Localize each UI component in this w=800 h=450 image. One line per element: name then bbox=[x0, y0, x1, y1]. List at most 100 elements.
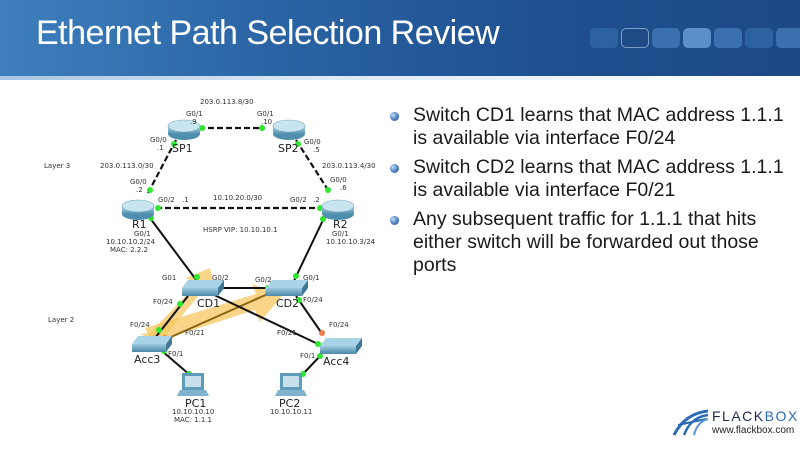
switch-acc3-icon bbox=[132, 336, 172, 352]
nav-block bbox=[776, 28, 800, 48]
bullet-item: Switch CD2 learns that MAC address 1.1.1… bbox=[390, 156, 790, 202]
slide-header: Ethernet Path Selection Review bbox=[0, 0, 800, 80]
pc1-icon bbox=[177, 373, 209, 396]
nav-block bbox=[590, 28, 618, 48]
layer2-label: Layer 2 bbox=[48, 316, 75, 324]
iface-cd1-f024: F0/24 bbox=[153, 298, 173, 306]
diagram-canvas bbox=[121, 119, 362, 396]
bullet-icon bbox=[390, 164, 399, 173]
port-dot-up bbox=[296, 297, 302, 303]
iface-r1-g02: G0/2 bbox=[158, 196, 175, 204]
hsrp-vip-label: HSRP VIP: 10.10.10.1 bbox=[203, 226, 278, 234]
flackbox-logo-icon bbox=[672, 409, 709, 436]
switch-cd1-icon bbox=[182, 280, 224, 296]
subnet-sp2-r2: 203.0.113.4/30 bbox=[322, 162, 376, 170]
port-dot-up bbox=[194, 274, 200, 280]
port-dot-up bbox=[199, 125, 205, 131]
port-dot-up bbox=[295, 141, 301, 147]
pc1-mac-address: MAC: 1.1.1 bbox=[174, 416, 212, 424]
iface-r1-g02-ip: .1 bbox=[182, 196, 189, 204]
iface-cd1-g01: G01 bbox=[162, 274, 177, 282]
port-dot-up bbox=[325, 187, 331, 193]
device-label-pc1: PC1 bbox=[185, 397, 207, 410]
device-label-r2: R2 bbox=[333, 218, 348, 231]
iface-r2-g02: G0/2 bbox=[290, 196, 307, 204]
iface-r1-g01: G0/1 bbox=[134, 230, 151, 238]
bullet-item: Any subsequent traffic for 1.1.1 that hi… bbox=[390, 208, 790, 277]
link-sp1-r1 bbox=[147, 139, 177, 194]
flackbox-brand: FLACKBOX bbox=[712, 408, 799, 424]
router-r2-icon bbox=[321, 199, 355, 220]
subnet-sp1-sp2: 203.0.113.8/30 bbox=[200, 98, 254, 106]
iface-sp1-g00: G0/0 bbox=[150, 136, 167, 144]
network-diagram: Layer 3 Layer 2 203.0.113.8/30 203.0.113… bbox=[0, 88, 380, 438]
device-label-cd1: CD1 bbox=[197, 297, 221, 310]
router-sp2-icon bbox=[272, 119, 306, 140]
device-label-sp2: SP2 bbox=[278, 142, 299, 155]
nav-block bbox=[621, 28, 649, 48]
port-dot-up bbox=[317, 205, 323, 211]
bullet-icon bbox=[390, 112, 399, 121]
device-label-sp1: SP1 bbox=[172, 142, 193, 155]
slide-title: Ethernet Path Selection Review bbox=[36, 14, 500, 52]
switch-acc4-icon bbox=[320, 338, 362, 354]
slide-nav-blocks bbox=[590, 28, 800, 48]
iface-sp1-g00-ip: .1 bbox=[157, 144, 164, 152]
port-dot-up bbox=[293, 273, 299, 279]
bullet-text: Switch CD2 learns that MAC address 1.1.1… bbox=[413, 156, 784, 201]
device-label-pc2: PC2 bbox=[279, 397, 301, 410]
r2-ip-address: 10.10.10.3/24 bbox=[326, 238, 376, 246]
port-dot-up bbox=[177, 301, 183, 307]
device-label-r1: R1 bbox=[132, 218, 147, 231]
iface-sp2-g01: G0/1 bbox=[257, 110, 274, 118]
device-label-cd2: CD2 bbox=[276, 297, 300, 310]
iface-r2-g01: G0/1 bbox=[332, 230, 349, 238]
iface-acc3-f024: F0/24 bbox=[130, 321, 150, 329]
iface-acc3-f01: F0/1 bbox=[168, 350, 184, 358]
bullet-item: Switch CD1 learns that MAC address 1.1.1… bbox=[390, 104, 790, 150]
iface-r2-g02-ip: .2 bbox=[313, 196, 320, 204]
r1-mac-address: MAC: 2.2.2 bbox=[110, 246, 148, 254]
iface-acc4-f021: F0/21 bbox=[277, 329, 297, 337]
brand-accent: BOX bbox=[764, 408, 799, 424]
port-dot-up bbox=[171, 141, 177, 147]
nav-block bbox=[714, 28, 742, 48]
port-dot-up bbox=[156, 327, 162, 333]
port-dot-up bbox=[317, 353, 323, 359]
iface-cd2-f024: F0/24 bbox=[303, 296, 323, 304]
iface-sp2-g01-ip: .10 bbox=[261, 118, 273, 126]
port-dot-blocked bbox=[319, 330, 325, 336]
link-cd2-acc3 bbox=[161, 292, 271, 342]
iface-cd1-g02: G0/2 bbox=[212, 274, 229, 282]
nav-block bbox=[652, 28, 680, 48]
iface-r1-g00: G0/0 bbox=[130, 178, 147, 186]
port-dot-up bbox=[259, 125, 265, 131]
bullet-text: Any subsequent traffic for 1.1.1 that hi… bbox=[413, 208, 759, 276]
link-cd1-acc4 bbox=[209, 292, 319, 345]
nav-block bbox=[745, 28, 773, 48]
router-sp1-icon bbox=[167, 119, 201, 140]
pc2-icon bbox=[275, 373, 307, 396]
subnet-r1-r2: 10.10.20.0/30 bbox=[213, 194, 263, 202]
port-dot-up bbox=[155, 205, 161, 211]
port-dot-up bbox=[315, 341, 321, 347]
port-dot-up bbox=[147, 187, 153, 193]
iface-acc4-f01: F0/1 bbox=[300, 352, 316, 360]
iface-cd2-g02: G0/2 bbox=[255, 276, 272, 284]
router-r1-icon bbox=[121, 199, 155, 220]
bullet-icon bbox=[390, 216, 399, 225]
nav-block-active bbox=[683, 28, 711, 48]
iface-sp2-g00: G0/0 bbox=[304, 138, 321, 146]
brand-main: FLACK bbox=[712, 408, 765, 424]
flackbox-url: www.flackbox.com bbox=[712, 425, 795, 436]
bullet-list: Switch CD1 learns that MAC address 1.1.1… bbox=[390, 104, 790, 283]
flackbox-logo: FLACKBOX www.flackbox.com bbox=[672, 405, 797, 441]
traffic-arrow-to-cd2 bbox=[145, 284, 282, 343]
port-dot-up bbox=[320, 216, 326, 222]
iface-r2-g00-ip: .6 bbox=[340, 184, 347, 192]
iface-sp1-g01: G0/1 bbox=[186, 110, 203, 118]
subnet-sp1-r1: 203.0.113.0/30 bbox=[100, 162, 154, 170]
link-acc3-pc1 bbox=[161, 350, 191, 376]
link-r1-cd1 bbox=[149, 217, 201, 286]
iface-acc3-f021: F0/21 bbox=[185, 329, 205, 337]
